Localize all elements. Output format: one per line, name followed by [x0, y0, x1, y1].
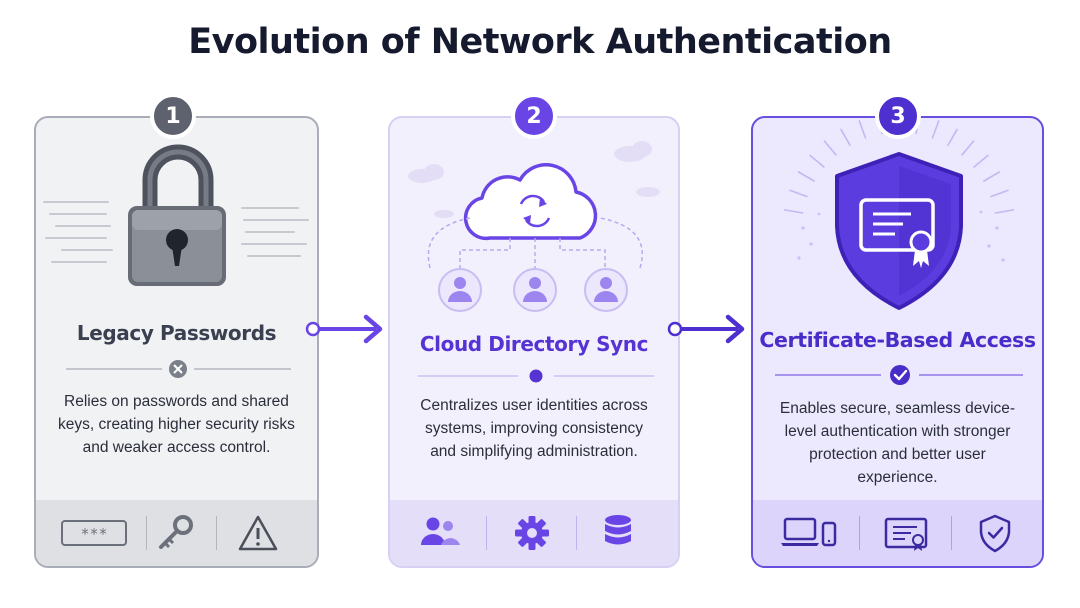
decorative-ray [994, 209, 1015, 214]
step-number-badge: 2 [511, 93, 557, 139]
certificate-icon [884, 517, 928, 551]
padlock-icon [43, 144, 309, 286]
decorative-ray [983, 171, 1001, 182]
check-circle-icon [890, 365, 910, 385]
step-card-certificate-based-access: Certificate-Based Access Enables secure,… [751, 116, 1044, 568]
decorative-ray [858, 120, 867, 139]
step-divider [775, 365, 1023, 385]
warning-icon [238, 515, 278, 551]
database-icon [605, 515, 631, 545]
decorative-ray [947, 128, 958, 146]
key-icon [159, 515, 193, 549]
password-mask: *** [80, 525, 107, 543]
decorative-ray [797, 171, 815, 182]
decorative-ray [990, 189, 1009, 198]
step-footer [390, 500, 678, 566]
step-description: Enables secure, seamless device-level au… [779, 400, 1016, 486]
password-field-icon: *** [61, 520, 127, 546]
step-footer: *** [36, 500, 317, 566]
step-title: Certificate-Based Access [759, 328, 1036, 352]
decorative-ray [973, 154, 989, 168]
step-description: Centralizes user identities across syste… [420, 397, 648, 460]
shield-certificate-icon [783, 118, 1015, 310]
decorative-ray [783, 209, 804, 214]
cloud-sync-icon [408, 141, 660, 312]
decorative-ray [961, 140, 975, 156]
arrow-icon [667, 314, 745, 344]
gear-icon [515, 516, 549, 550]
step-title: Cloud Directory Sync [419, 332, 649, 356]
decorative-ray [931, 120, 940, 139]
step-title: Legacy Passwords [76, 321, 277, 345]
shield-check-icon [979, 514, 1011, 553]
step-divider [418, 369, 654, 383]
step-card-legacy-passwords: Legacy Passwords Relies on passwords and… [34, 116, 319, 568]
x-circle-icon [169, 360, 187, 378]
decorative-ray [823, 140, 837, 156]
decorative-ray [789, 189, 808, 198]
step-footer [753, 500, 1042, 566]
devices-icon [781, 517, 837, 547]
page-title: Evolution of Network Authentication [188, 22, 892, 62]
step-number-badge: 1 [150, 93, 196, 139]
step-divider [66, 360, 291, 378]
arrow-icon [305, 314, 383, 344]
step-number-badge: 3 [875, 93, 921, 139]
users-icon [421, 517, 460, 545]
step-description: Relies on passwords and shared keys, cre… [58, 393, 295, 456]
dot-icon [529, 369, 543, 383]
step-card-cloud-directory-sync: Cloud Directory Sync Centralizes user id… [388, 116, 680, 568]
decorative-ray [840, 128, 851, 146]
decorative-ray [809, 154, 825, 168]
